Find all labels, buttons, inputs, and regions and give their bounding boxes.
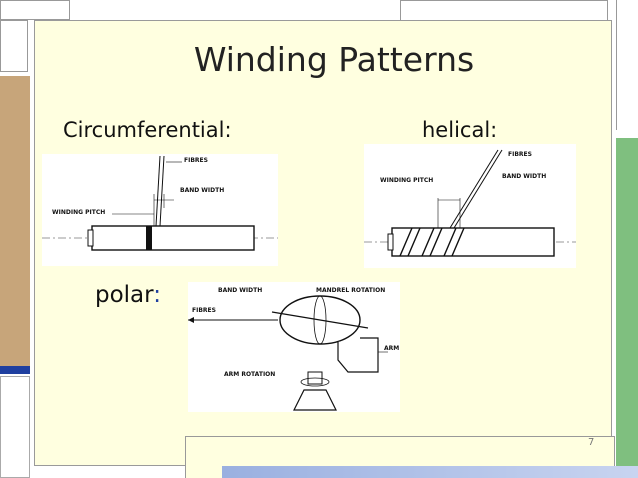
deco-right-white-box — [616, 0, 638, 130]
deco-left-blue-strip — [0, 366, 30, 374]
deco-left-tan-bar — [0, 76, 30, 366]
label-polar-text: polar — [95, 282, 154, 308]
polar-band-width-label: BAND WIDTH — [218, 287, 262, 294]
polar-mandrel-rotation-label: MANDREL ROTATION — [316, 287, 385, 294]
page-number: 7 — [588, 437, 595, 448]
helical-winding-pitch-label: WINDING PITCH — [380, 177, 433, 184]
label-helical: helical: — [422, 118, 498, 142]
figure-helical: WINDING PITCH FIBRES BAND WIDTH — [364, 144, 576, 268]
deco-right-green-bar — [616, 138, 638, 478]
helical-band-width-label: BAND WIDTH — [502, 173, 546, 180]
polar-arm-label: ARM — [384, 345, 399, 352]
polar-diagram: BAND WIDTH MANDREL ROTATION FIBRES ARM A… — [188, 287, 399, 411]
deco-left-bottom-box — [0, 376, 30, 478]
figure-polar: BAND WIDTH MANDREL ROTATION FIBRES ARM A… — [188, 282, 400, 412]
circumferential-diagram: FIBRES BAND WIDTH WINDING PITCH — [42, 155, 278, 251]
figure-circumferential: FIBRES BAND WIDTH WINDING PITCH — [42, 154, 278, 266]
helical-fibres-label: FIBRES — [508, 151, 532, 158]
deco-bottom-blue-bar — [222, 466, 638, 478]
polar-arm-rotation-label: ARM ROTATION — [224, 371, 275, 378]
label-polar: polar: — [95, 282, 161, 308]
circ-band-width-label: BAND WIDTH — [180, 187, 224, 194]
polar-fibres-label: FIBRES — [192, 307, 216, 314]
deco-top-left-box — [0, 0, 70, 20]
slide-title: Winding Patterns — [193, 40, 475, 79]
label-circumferential: Circumferential: — [63, 118, 232, 142]
helical-diagram: WINDING PITCH FIBRES BAND WIDTH — [364, 149, 576, 257]
circ-winding-pitch-label: WINDING PITCH — [52, 209, 105, 216]
deco-left-white-box — [0, 20, 28, 72]
circ-fibres-label: FIBRES — [184, 157, 208, 164]
label-polar-colon: : — [153, 282, 161, 308]
